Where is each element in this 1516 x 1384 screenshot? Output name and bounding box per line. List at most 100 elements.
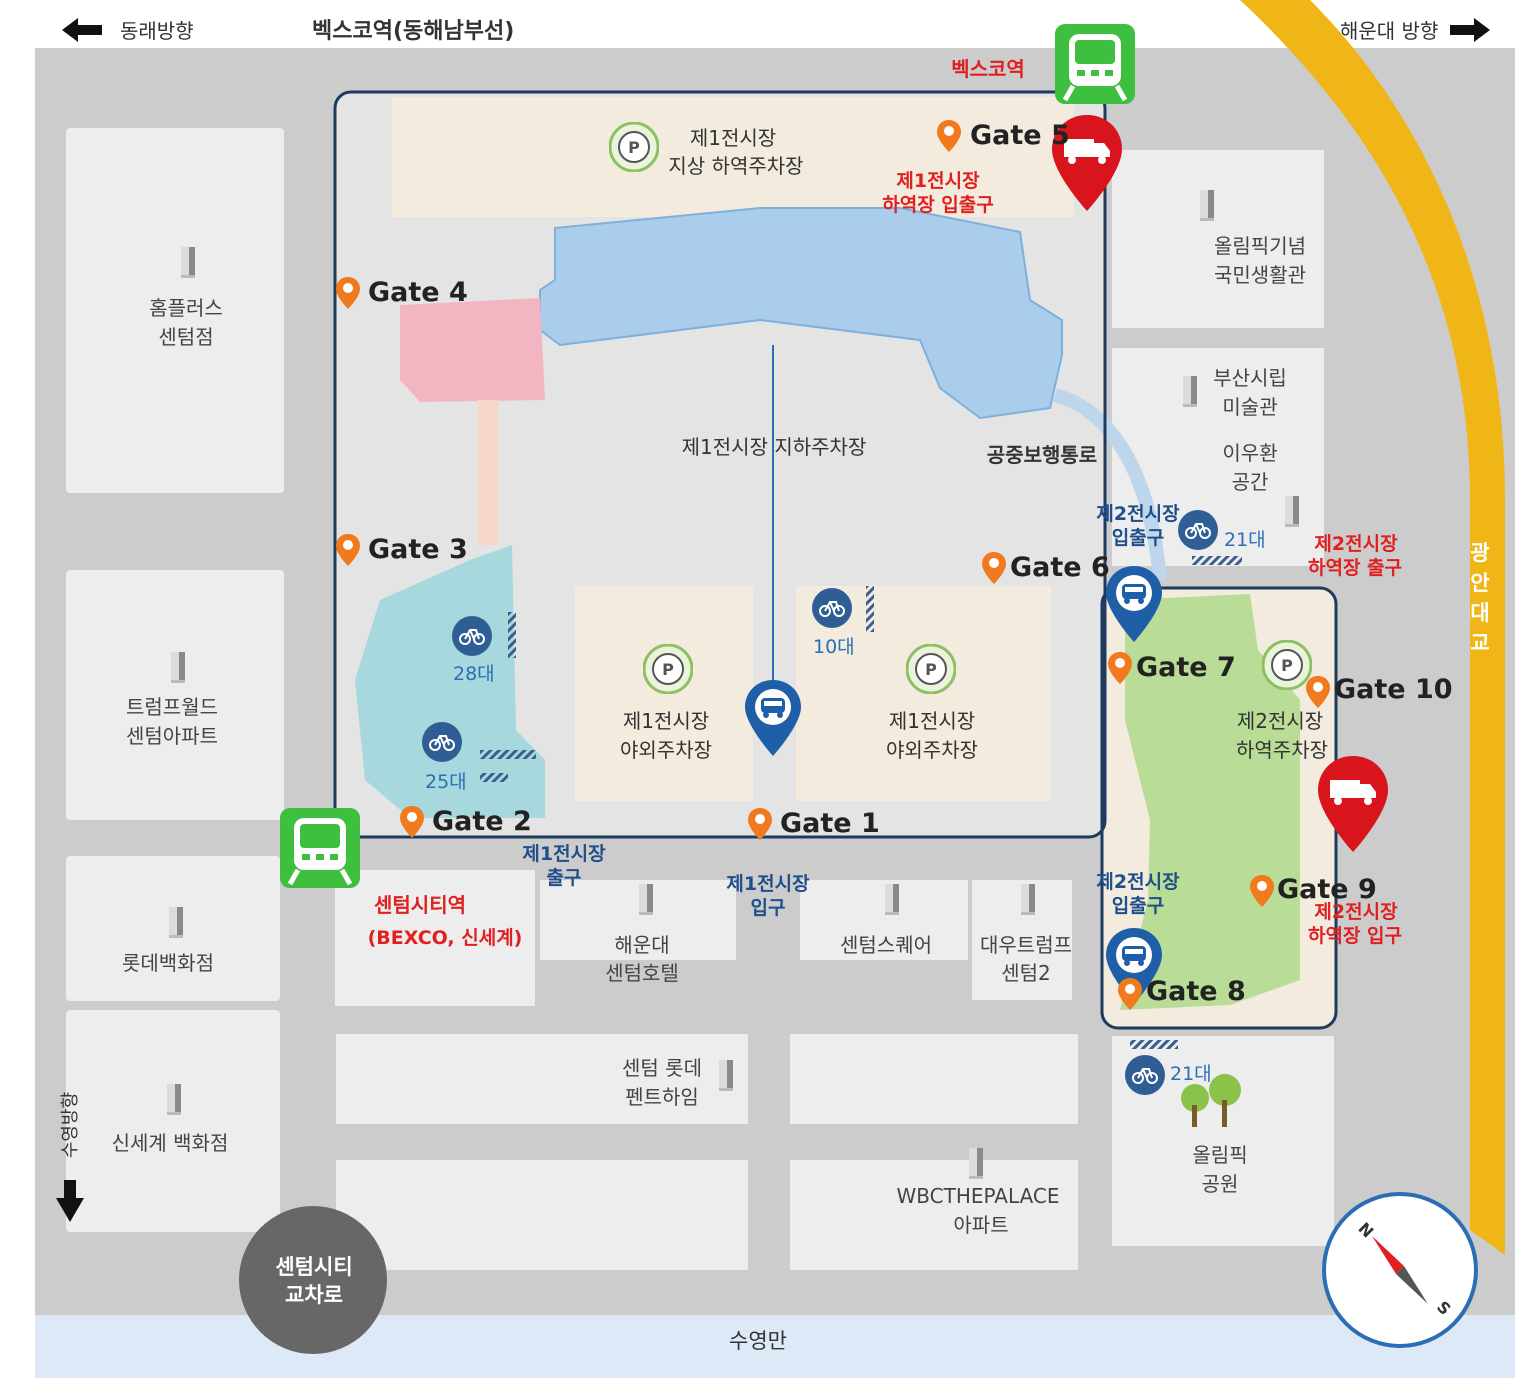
bike-icon	[812, 588, 852, 628]
dongnae-direction: 동래방향	[120, 19, 194, 43]
gate-7-label[interactable]: Gate 7	[1136, 652, 1236, 683]
gate-10-label[interactable]: Gate 10	[1334, 674, 1453, 705]
parking-icon-letter: P	[925, 660, 937, 679]
bridge-label-char: 대	[1470, 601, 1489, 625]
hall2-unloading-entrance: 제2전시장	[1314, 901, 1398, 923]
museum-label: 부산시립	[1213, 366, 1287, 390]
convention-hall	[400, 298, 545, 402]
daewoo-label: 대우트럼프	[980, 933, 1072, 957]
parking-icon-letter: P	[662, 660, 674, 679]
shinsegae-label: 신세계 백화점	[112, 1131, 229, 1155]
outdoor-lot-left-label: 제1전시장	[623, 709, 709, 733]
bike-count: 25대	[425, 771, 467, 793]
bike-count: 21대	[1224, 529, 1266, 551]
gate-9-label[interactable]: Gate 9	[1277, 874, 1377, 905]
lotte-pent-label: 펜트하임	[625, 1085, 699, 1109]
bike-icon	[1125, 1055, 1165, 1095]
bike-icon	[422, 722, 462, 762]
station-icon-letter: M	[311, 825, 329, 846]
compass-icon: N S	[1322, 1192, 1478, 1348]
bike-count: 21대	[1170, 1063, 1212, 1085]
gate-3-label[interactable]: Gate 3	[368, 534, 468, 565]
hall2-unloading-exit: 하역장 출구	[1308, 557, 1402, 579]
exhibition-hall-2	[1120, 594, 1300, 1010]
outdoor-lot-right-label: 제1전시장	[889, 709, 975, 733]
auditorium	[355, 545, 545, 818]
hall2-entrance-exit-bottom: 제2전시장	[1096, 871, 1180, 893]
bike-count: 10대	[813, 636, 855, 658]
hall1-entrance-label: 제1전시장	[726, 873, 810, 895]
outdoor-lot-right-label: 야외주차장	[886, 738, 978, 762]
bexco-line-title: 벡스코역(동해남부선)	[312, 19, 514, 44]
arrow-down-icon	[56, 1180, 84, 1222]
hall2-unloading-label: 하역주차장	[1236, 738, 1328, 762]
parking-icon-letter: P	[628, 138, 640, 157]
suyeong-direction: 수영방향	[60, 1092, 81, 1158]
underground-parking-label: 제1전시장 지하주차장	[682, 435, 867, 459]
hall2-entrance-exit-bottom: 입출구	[1112, 895, 1164, 917]
subway-station-icon[interactable]	[1055, 24, 1135, 104]
haeundae-hotel-label: 해운대	[614, 933, 669, 957]
haeundae-hotel-label: 센텀호텔	[605, 961, 679, 985]
hall2-unloading-entrance: 하역장 입구	[1308, 925, 1402, 947]
leeufan-label: 이우환	[1222, 441, 1277, 465]
gate-2-label[interactable]: Gate 2	[432, 806, 532, 837]
connector	[478, 400, 498, 545]
bridge-label-char: 안	[1470, 571, 1489, 595]
olympic-park-label: 공원	[1202, 1172, 1239, 1196]
skywalk-label: 공중보행통로	[987, 443, 1097, 467]
surface-unloading-label: 지상 하역주차장	[668, 154, 803, 178]
outdoor-lot-left-label: 야외주차장	[620, 738, 712, 762]
hall1-unloading-entrance: 제1전시장	[896, 170, 980, 192]
gate-1-label[interactable]: Gate 1	[780, 808, 880, 839]
interchange-label: 교차로	[285, 1283, 343, 1307]
subway-station-icon[interactable]	[280, 808, 360, 888]
city-blocks	[66, 128, 1334, 1270]
leeufan-label: 공간	[1232, 470, 1269, 494]
tree-icon	[1181, 1074, 1241, 1127]
olympic-hall-label: 국민생활관	[1214, 263, 1306, 287]
homeplus-label: 센텀점	[158, 325, 213, 349]
hall2-entrance-exit-top: 입출구	[1112, 527, 1164, 549]
wbc-label: 아파트	[953, 1213, 1008, 1237]
gate-6-label[interactable]: Gate 6	[1010, 552, 1110, 583]
gate-5-label[interactable]: Gate 5	[970, 120, 1070, 151]
lotte-pent-label: 센텀 롯데	[622, 1056, 702, 1080]
bike-icon	[452, 616, 492, 656]
lotte-dept-label: 롯데백화점	[122, 951, 214, 975]
homeplus-label: 홈플러스	[149, 296, 223, 320]
hall1-exit-label: 출구	[547, 867, 582, 889]
olympic-hall-label: 올림픽기념	[1214, 234, 1306, 258]
hall1-boundary	[333, 90, 1107, 839]
museum-label: 미술관	[1222, 395, 1277, 419]
station-icon-letter: M	[1086, 41, 1104, 62]
gate-labels: Gate 1 Gate 2 Gate 3 Gate 4 Gate 5 Gate …	[368, 120, 1453, 1007]
bridge-label-char: 광	[1470, 541, 1489, 565]
daewoo-label: 센텀2	[1001, 961, 1051, 985]
bike-icon	[1178, 510, 1218, 550]
centum-station-label: 센텀시티역	[374, 893, 466, 917]
gate-8-label[interactable]: Gate 8	[1146, 976, 1246, 1007]
hall1-entrance-label: 입구	[751, 897, 786, 919]
wbc-label: WBCTHEPALACE	[897, 1184, 1060, 1208]
gwangan-bridge	[1240, 0, 1505, 1255]
trump-label: 트럼프월드	[126, 695, 218, 719]
hall2-unloading-exit: 제2전시장	[1314, 533, 1398, 555]
skywalk	[1052, 388, 1167, 581]
bexco-station-label: 벡스코역	[951, 57, 1025, 81]
surface-unloading-label: 제1전시장	[690, 126, 776, 150]
bridge-label-char: 교	[1470, 631, 1489, 655]
hall2-entrance-exit-top: 제2전시장	[1096, 503, 1180, 525]
gate-4-label[interactable]: Gate 4	[368, 277, 468, 308]
hall1-unloading-entrance: 하역장 입출구	[882, 194, 994, 216]
parking-icon-letter: P	[1281, 656, 1293, 675]
haeundae-direction: 해운대 방향	[1340, 19, 1438, 43]
arrow-right-icon	[1450, 18, 1490, 42]
hall2-unloading-label: 제2전시장	[1237, 709, 1323, 733]
centum-interchange	[239, 1206, 387, 1354]
bay-label: 수영만	[729, 1329, 787, 1353]
centum-station-sub: (BEXCO, 신세계)	[368, 927, 523, 949]
